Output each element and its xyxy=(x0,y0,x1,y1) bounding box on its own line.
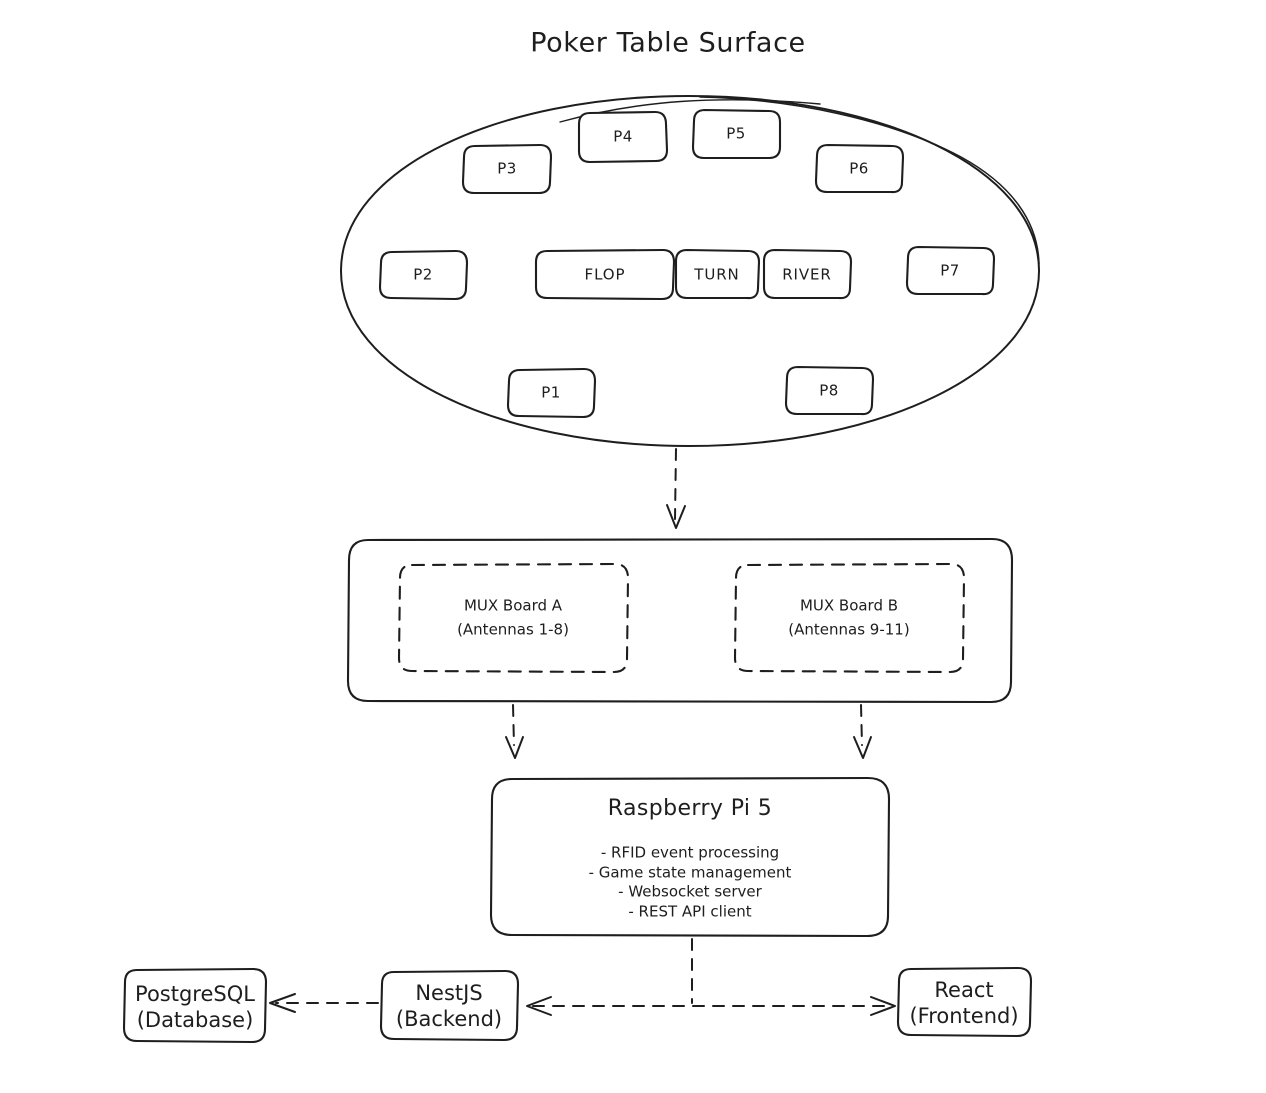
raspberry-pi-responsibility: - REST API client xyxy=(628,903,751,921)
service-role: (Database) xyxy=(137,1008,254,1032)
raspberry-pi-title: Raspberry Pi 5 xyxy=(608,796,772,821)
seat-p8[interactable]: P8 xyxy=(784,365,875,416)
seat-p7[interactable]: P7 xyxy=(905,245,996,296)
service-node-postgresql[interactable]: PostgreSQL (Database) xyxy=(122,967,268,1044)
raspberry-pi-node[interactable]: Raspberry Pi 5 - RFID event processing -… xyxy=(489,776,891,938)
card-label: RIVER xyxy=(782,266,832,284)
raspberry-pi-responsibility: - Game state management xyxy=(589,864,792,882)
seat-p1[interactable]: P1 xyxy=(506,367,597,419)
raspberry-pi-responsibility: - Websocket server xyxy=(618,883,762,901)
seat-label: P6 xyxy=(849,160,869,178)
seat-label: P1 xyxy=(541,384,561,402)
service-name: PostgreSQL xyxy=(135,982,255,1006)
mux-board-title: MUX Board A xyxy=(464,597,563,615)
seat-label: P5 xyxy=(726,125,746,143)
raspberry-pi-responsibility: - RFID event processing xyxy=(601,844,779,862)
service-node-react[interactable]: React (Frontend) xyxy=(896,966,1033,1038)
seat-p6[interactable]: P6 xyxy=(814,143,905,194)
seat-label: P8 xyxy=(819,382,839,400)
seat-label: P7 xyxy=(940,262,960,280)
card-label: TURN xyxy=(693,266,739,284)
seat-p3[interactable]: P3 xyxy=(461,143,553,195)
service-role: (Backend) xyxy=(396,1007,502,1031)
seat-label: P3 xyxy=(497,160,517,178)
community-card-turn[interactable]: TURN xyxy=(674,248,761,300)
connector-nestjs-postgres xyxy=(269,993,379,1013)
card-label: FLOP xyxy=(585,266,626,284)
service-node-nestjs[interactable]: NestJS (Backend) xyxy=(379,969,520,1042)
connector-table-to-mux xyxy=(666,448,686,529)
service-role: (Frontend) xyxy=(909,1004,1018,1028)
mux-board-subtitle: (Antennas 9-11) xyxy=(788,621,909,639)
service-name: React xyxy=(934,978,993,1002)
seat-p4[interactable]: P4 xyxy=(577,110,669,164)
connector-mux-b-to-pi xyxy=(853,704,872,759)
mux-board-title: MUX Board B xyxy=(800,597,898,615)
seat-label: P2 xyxy=(413,266,433,284)
community-card-flop[interactable]: FLOP xyxy=(534,248,676,301)
mux-container: MUX Board A (Antennas 1-8) MUX Board B (… xyxy=(346,537,1014,704)
service-name: NestJS xyxy=(415,981,482,1005)
connector-mux-a-to-pi xyxy=(505,704,524,759)
seat-p5[interactable]: P5 xyxy=(691,108,782,160)
community-card-river[interactable]: RIVER xyxy=(762,248,853,300)
connector-nestjs-react xyxy=(526,996,896,1016)
seat-p2[interactable]: P2 xyxy=(378,249,469,301)
page-title: Poker Table Surface xyxy=(530,28,805,59)
seat-label: P4 xyxy=(613,128,633,146)
mux-board-a[interactable]: MUX Board A (Antennas 1-8) xyxy=(397,562,630,674)
mux-board-subtitle: (Antennas 1-8) xyxy=(457,621,569,639)
mux-board-b[interactable]: MUX Board B (Antennas 9-11) xyxy=(733,562,966,674)
